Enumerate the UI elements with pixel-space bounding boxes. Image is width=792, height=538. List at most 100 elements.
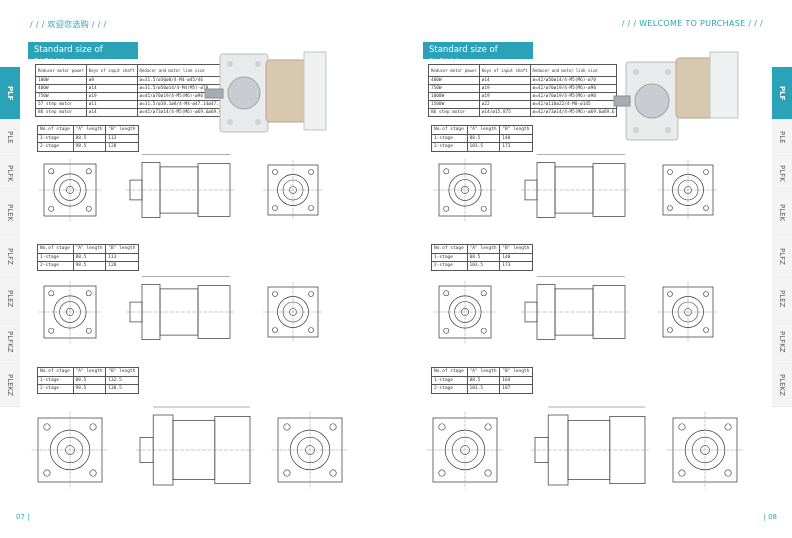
table-header-cell: Reducer motor power — [428, 64, 480, 77]
table-cell: 86 step motor — [35, 108, 87, 117]
table-cell: 2-stage — [431, 384, 468, 394]
table-cell: 1-stage — [37, 252, 74, 262]
tab-plez-right[interactable]: PLEZ — [772, 278, 792, 321]
table-cell: 187 — [499, 384, 533, 394]
bolt-hole — [667, 327, 673, 333]
tab-plf-left[interactable]: PLF — [0, 67, 20, 120]
bolt-hole — [667, 205, 673, 211]
tab-plek-left[interactable]: PLEK — [0, 192, 20, 235]
tab-plez-left[interactable]: PLEZ — [0, 278, 20, 321]
flange-circle — [448, 173, 482, 207]
bolt-hole — [272, 291, 278, 297]
left-drawing-row-2 — [38, 276, 323, 344]
table-cell: 140 — [499, 252, 533, 262]
left-gearbox-image — [204, 51, 327, 133]
bolt-hole — [89, 423, 97, 431]
tab-plek-right[interactable]: PLEK — [772, 192, 792, 235]
flange-circle — [53, 295, 87, 329]
table-cell: 173 — [499, 261, 533, 271]
bolt-hole — [724, 469, 732, 477]
table-header-cell: Reducer motor power — [35, 64, 87, 77]
table-header-cell: No.of stage — [431, 367, 468, 377]
table-cell: 103.5 — [466, 384, 501, 394]
table-cell: ø14 — [478, 76, 531, 85]
table-cell: 1-stage — [37, 375, 74, 385]
table-cell: ø=42/ø50ø14/4-M5(M6)-ø70 — [529, 76, 618, 85]
table-header-cell: "A" length — [466, 244, 501, 254]
bolt-hole — [480, 205, 487, 212]
tab-ple-right[interactable]: PLE — [772, 120, 792, 156]
table-cell: 750W — [428, 84, 480, 93]
table-cell: 1-stage — [431, 252, 468, 262]
table-cell: 132.5 — [105, 375, 139, 385]
table-cell: 2-stage — [37, 384, 74, 394]
table-header-cell: "B" length — [499, 125, 533, 135]
table-cell: 103.5 — [466, 261, 501, 271]
tab-plfk-left[interactable]: PLFK — [0, 156, 20, 192]
bolt-hole — [308, 291, 314, 297]
bolt-hole — [308, 205, 314, 211]
table-header-cell: Keys of input shaft — [478, 64, 531, 77]
bolt-hole — [89, 469, 97, 477]
right-side-tabs: PLF PLE PLFK PLEK PLFZ PLEZ PLFKZ PLEKZ — [772, 67, 792, 407]
table-cell: 88.5 — [72, 252, 107, 262]
table-header-cell: "A" length — [72, 125, 107, 135]
tab-plfk-right[interactable]: PLFK — [772, 156, 792, 192]
table-cell: 1-stage — [431, 133, 468, 143]
table-cell: 400W — [35, 84, 87, 93]
bolt-hole — [329, 469, 337, 477]
table-cell: 98.5 — [72, 261, 107, 271]
right-drawing-row-2 — [433, 276, 718, 344]
bolt-hole — [48, 168, 55, 175]
table-cell: 128 — [105, 261, 139, 271]
flange-circle — [53, 173, 87, 207]
table-cell: 750W — [35, 92, 87, 101]
bolt-hole — [480, 168, 487, 175]
table-cell: 1000W — [428, 92, 480, 101]
bolt-hole — [484, 423, 492, 431]
tab-plfz-left[interactable]: PLFZ — [0, 235, 20, 278]
bolt-hole — [48, 290, 55, 297]
table-header-cell: Reducer and motor link size — [529, 64, 618, 77]
table-cell: ø19 — [478, 92, 531, 101]
table-cell: 1-stage — [431, 375, 468, 385]
right-gearbox-image — [613, 51, 739, 141]
tab-plfkz-left[interactable]: PLFKZ — [0, 321, 20, 364]
left-drawing-row-3 — [31, 406, 349, 489]
bolt-hole — [48, 327, 55, 334]
table-cell: 2-stage — [431, 261, 468, 271]
tab-plekz-left[interactable]: PLEKZ — [0, 364, 20, 407]
left-drawing-row-1 — [38, 154, 323, 222]
table-cell: 100W — [35, 76, 87, 85]
left-title-band: Standard size of PLF060 — [28, 42, 138, 68]
bolt-hole — [480, 327, 487, 334]
bolt-hole — [667, 291, 673, 297]
table-cell: 57 step motor — [35, 100, 87, 109]
tab-ple-left[interactable]: PLE — [0, 120, 20, 156]
table-cell: ø19 — [478, 84, 531, 93]
tab-plfz-right[interactable]: PLFZ — [772, 235, 792, 278]
table-header-cell: No.of stage — [431, 244, 468, 254]
tab-plf-right[interactable]: PLF — [772, 67, 792, 120]
table-header-cell: "B" length — [499, 367, 533, 377]
tab-plekz-right[interactable]: PLEKZ — [772, 364, 792, 407]
table-header-cell: "A" length — [466, 125, 501, 135]
bolt-hole — [443, 168, 450, 175]
tab-plfkz-right[interactable]: PLFKZ — [772, 321, 792, 364]
bolt-hole — [443, 205, 450, 212]
table-cell: 88.5 — [72, 375, 107, 385]
